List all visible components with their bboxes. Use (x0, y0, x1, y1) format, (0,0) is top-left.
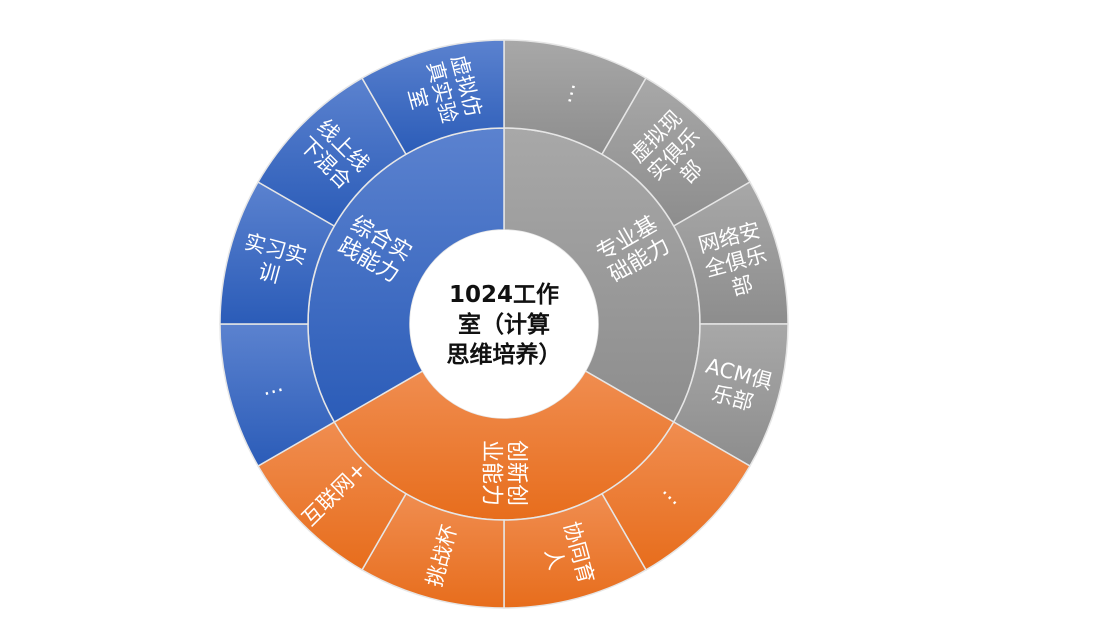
subcategory-label-blue-2: 实习实训 (242, 229, 310, 288)
category-label-orange-line: 创新创 (504, 440, 529, 506)
center-label-line: 室（计算 (458, 311, 550, 338)
center-label-line: 思维培养） (447, 341, 562, 368)
sunburst-segments (219, 39, 789, 609)
category-label-orange: 创新创业能力 (479, 440, 529, 506)
category-label-orange-line: 业能力 (479, 440, 504, 506)
center-hub (410, 230, 598, 418)
center-label: 1024工作室（计算思维培养） (447, 282, 562, 368)
segment-blue-outer-4 (360, 39, 505, 156)
center-label-line: 1024工作 (449, 282, 559, 308)
subcategory-label-orange-2: 协同育人 (540, 518, 599, 586)
